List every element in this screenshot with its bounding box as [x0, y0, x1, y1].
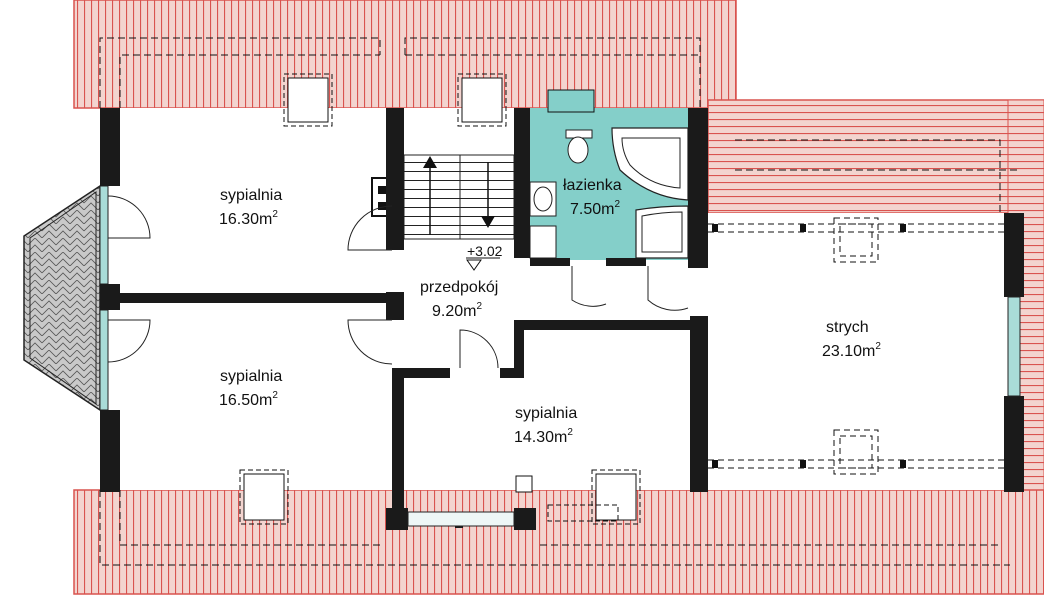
room-area-text: 23.10m2: [822, 341, 881, 360]
room-hall: przedpokój 9.20m2: [420, 279, 498, 320]
bay-window: [23, 184, 109, 412]
balcony-door: [407, 511, 515, 527]
room-name: sypialnia: [220, 187, 282, 204]
roof-bottom: [73, 489, 1044, 595]
room-name: sypialnia: [220, 368, 282, 385]
room-area: 14.30m: [514, 429, 567, 446]
staircase: [371, 154, 515, 240]
room-name: strych: [826, 319, 869, 336]
room-area-sup: 2: [272, 209, 278, 220]
room-name: sypialnia: [515, 405, 577, 422]
attic-window: [1007, 296, 1021, 397]
room-attic: strych 23.10m2: [822, 319, 881, 360]
room-area-text: 14.30m2: [514, 427, 573, 446]
doors: [107, 195, 689, 369]
room-area-text: 16.50m2: [219, 390, 278, 409]
room-area: 9.20m: [432, 303, 476, 320]
elevation-label: +3.02: [467, 243, 503, 259]
room-bathroom: łazienka 7.50m2: [563, 177, 622, 218]
bathroom-area: [522, 89, 690, 260]
room-area-text: 9.20m2: [432, 301, 482, 320]
attic-structure: [708, 217, 1004, 475]
room-area-text: 7.50m2: [570, 199, 620, 218]
elevation-marker: +3.02: [466, 243, 503, 271]
room-area: 7.50m: [570, 201, 614, 218]
room-bedroom-1: sypialnia 16.30m2: [219, 187, 282, 228]
walls: [100, 108, 1024, 530]
room-area-text: 16.30m2: [219, 209, 278, 228]
room-area-sup: 2: [567, 427, 573, 438]
room-area-sup: 2: [476, 301, 482, 312]
attic-floor: [708, 213, 1008, 490]
roof-top: [73, 0, 737, 109]
room-name: przedpokój: [420, 279, 498, 296]
dormer-windows: [243, 77, 637, 521]
dormer-outlines: [239, 73, 641, 525]
room-area: 16.30m: [219, 211, 272, 228]
room-bedroom-2: sypialnia 16.50m2: [219, 368, 282, 409]
room-name: łazienka: [563, 177, 622, 194]
attic-posts: [712, 224, 906, 468]
room-area: 16.50m: [219, 392, 272, 409]
room-area-sup: 2: [614, 199, 620, 210]
room-bedroom-3: sypialnia 14.30m2: [514, 405, 577, 446]
room-area-sup: 2: [272, 390, 278, 401]
room-area: 23.10m: [822, 343, 875, 360]
room-area-sup: 2: [875, 341, 881, 352]
